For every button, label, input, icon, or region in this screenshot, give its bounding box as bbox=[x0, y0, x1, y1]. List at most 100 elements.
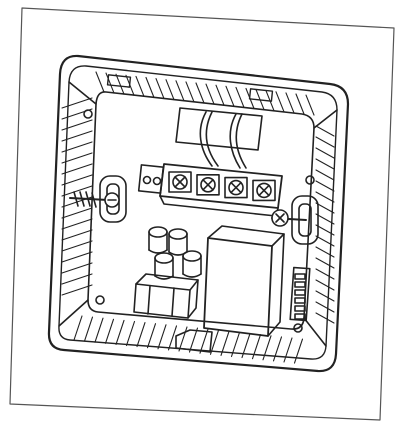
hatch-line bbox=[61, 262, 93, 274]
hatch-line bbox=[315, 235, 335, 247]
hatch-line bbox=[145, 76, 155, 99]
hatch-line bbox=[61, 152, 93, 164]
paper-frame bbox=[9, 7, 395, 421]
hatch-line bbox=[61, 251, 93, 263]
hatch-line bbox=[125, 320, 136, 347]
hatch-line bbox=[61, 163, 93, 175]
hatch-line bbox=[209, 329, 220, 355]
hatch-line bbox=[285, 92, 295, 114]
hatch-line bbox=[315, 191, 335, 203]
hatch-line bbox=[94, 317, 104, 343]
hatch-line bbox=[61, 130, 93, 142]
hatch-line bbox=[175, 80, 185, 102]
hatch-line bbox=[205, 83, 215, 105]
hatch-line bbox=[105, 72, 115, 94]
hatch-line bbox=[61, 229, 93, 241]
hatch-line bbox=[199, 328, 209, 354]
hatch-line bbox=[104, 318, 115, 344]
hatch-line bbox=[315, 268, 335, 280]
hatch-line bbox=[272, 336, 283, 362]
hatch-line bbox=[305, 94, 315, 116]
hatch-line bbox=[241, 333, 251, 359]
terminal-screw bbox=[172, 174, 188, 190]
header-pin bbox=[294, 289, 306, 296]
hatch-line bbox=[136, 322, 146, 348]
header-pin bbox=[294, 297, 306, 304]
hatch-line bbox=[61, 284, 93, 296]
hatch-line bbox=[220, 330, 230, 356]
hatch-line bbox=[315, 290, 335, 302]
hatch-line bbox=[157, 324, 167, 350]
hatch-line bbox=[215, 84, 225, 106]
screw-slot bbox=[202, 179, 214, 191]
top-clips bbox=[106, 74, 274, 102]
screw-slot bbox=[230, 181, 242, 194]
hatch-line bbox=[115, 319, 125, 345]
hatch-line bbox=[155, 78, 165, 100]
hatch-line bbox=[61, 174, 93, 186]
hatch-line bbox=[195, 82, 205, 104]
hatch-line bbox=[251, 334, 262, 360]
hatch-line bbox=[275, 91, 285, 113]
terminal-cell bbox=[252, 179, 276, 202]
header-pin bbox=[294, 273, 306, 280]
hatch-line bbox=[61, 273, 93, 285]
terminal-cell bbox=[196, 174, 220, 196]
hatch-line bbox=[315, 125, 335, 137]
hatch-line bbox=[185, 81, 195, 103]
terminal-screw bbox=[200, 177, 216, 193]
hatch-line bbox=[73, 315, 83, 341]
left-mounting-screw bbox=[69, 175, 127, 223]
transformer bbox=[133, 273, 199, 319]
terminal-screw bbox=[228, 179, 244, 196]
hatch-line bbox=[315, 158, 335, 170]
capacitor-base bbox=[148, 249, 168, 254]
right-mounting-screw bbox=[271, 195, 319, 245]
hatch-line bbox=[315, 279, 335, 291]
hatch-line bbox=[61, 218, 93, 230]
terminal-cell bbox=[224, 176, 248, 199]
hatch-line bbox=[61, 185, 93, 197]
hatch-line bbox=[315, 213, 335, 225]
hatch-line bbox=[115, 73, 125, 95]
capacitor-base bbox=[182, 273, 202, 278]
hatch-line bbox=[95, 71, 105, 93]
hatch-line bbox=[61, 141, 93, 153]
hatch-line bbox=[315, 312, 335, 324]
wall-hatching bbox=[61, 71, 335, 364]
hatch-line bbox=[165, 79, 175, 101]
hatch-line bbox=[315, 147, 335, 159]
hatch-line bbox=[225, 85, 235, 107]
housing-outer bbox=[47, 54, 350, 373]
hatch-line bbox=[283, 337, 293, 363]
header-pin bbox=[294, 305, 306, 312]
hatch-line bbox=[61, 119, 93, 131]
screw-slot bbox=[258, 184, 270, 197]
corner-holes bbox=[83, 109, 315, 333]
hatch-line bbox=[315, 257, 335, 269]
hatch-line bbox=[315, 246, 335, 258]
terminal-cell bbox=[168, 171, 192, 193]
hatch-line bbox=[315, 224, 335, 236]
hatch-line bbox=[315, 136, 335, 148]
hatch-line bbox=[230, 331, 241, 358]
bottom-notch bbox=[175, 329, 213, 353]
hatch-line bbox=[262, 335, 272, 361]
cable-channel bbox=[175, 107, 263, 169]
housing-inner-wall bbox=[58, 81, 338, 347]
hatch-line bbox=[235, 86, 245, 108]
header-pin bbox=[294, 281, 306, 288]
hatch-line bbox=[315, 169, 335, 181]
hatch-line bbox=[188, 327, 199, 353]
hatch-line bbox=[293, 338, 304, 364]
hatch-line bbox=[315, 301, 335, 313]
hatch-line bbox=[167, 325, 178, 351]
hatch-line bbox=[61, 97, 93, 109]
hatch-line bbox=[315, 180, 335, 192]
header-pin bbox=[294, 313, 306, 320]
terminal-screw bbox=[256, 182, 272, 199]
pin-header bbox=[289, 266, 311, 322]
hatch-line bbox=[61, 240, 93, 252]
